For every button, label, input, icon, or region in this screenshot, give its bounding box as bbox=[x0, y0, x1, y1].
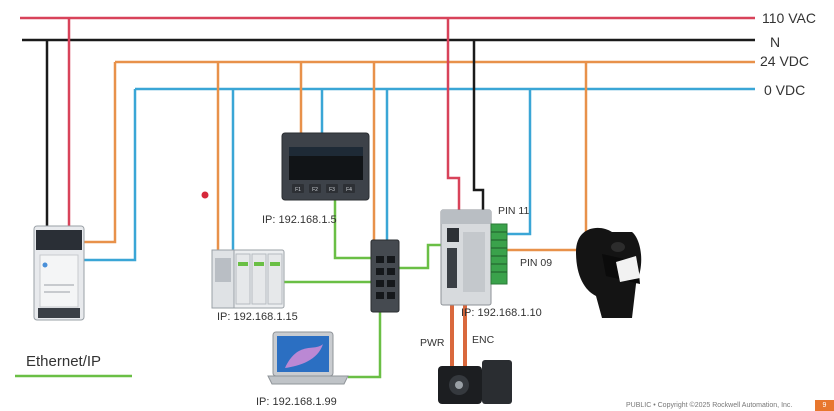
rail-label-0vdc: 0 VDC bbox=[764, 82, 806, 98]
pin11-label: PIN 11 bbox=[498, 205, 530, 217]
power-supply bbox=[33, 225, 85, 321]
cursor-dot bbox=[201, 191, 209, 199]
drive-vac-wire bbox=[446, 18, 461, 210]
eth-hmi-switch bbox=[333, 196, 372, 260]
pwr-label: PWR bbox=[420, 337, 445, 349]
pin09-label: PIN 09 bbox=[520, 257, 553, 269]
psu-0v-wire bbox=[84, 89, 137, 262]
servo-drive bbox=[440, 209, 508, 306]
eth-switch-drive bbox=[398, 243, 441, 270]
ethernet-switch bbox=[370, 239, 400, 313]
legend-ethernet-label: Ethernet/IP bbox=[26, 353, 102, 370]
rail-label-110vac: 110 VAC bbox=[762, 10, 816, 26]
hmi-key-f1: F1 bbox=[295, 187, 301, 193]
hmi-key-f2: F2 bbox=[312, 187, 318, 193]
hmi-ip-label: IP: 192.168.1.5 bbox=[262, 214, 337, 226]
drive-0v-pin11-wire bbox=[505, 89, 532, 236]
enc-label: ENC bbox=[472, 334, 495, 346]
laptop bbox=[267, 331, 349, 385]
servo-motor bbox=[438, 360, 512, 404]
hmi-panel bbox=[281, 132, 370, 201]
hmi-key-f4: F4 bbox=[346, 187, 352, 193]
plc-ip-label: IP: 192.168.1.15 bbox=[217, 311, 298, 323]
footer-copyright: PUBLIC • Copyright ©2025 Rockwell Automa… bbox=[626, 402, 793, 409]
plc-controller bbox=[211, 249, 285, 309]
page-number: 9 bbox=[815, 400, 834, 411]
rail-label-24vdc: 24 VDC bbox=[760, 53, 810, 69]
hmi-key-f3: F3 bbox=[329, 187, 335, 193]
eth-laptop-switch bbox=[348, 312, 382, 379]
drive-n-wire bbox=[472, 40, 485, 210]
rail-label-neutral: N bbox=[770, 34, 781, 50]
psu-24v-wire bbox=[84, 62, 117, 244]
drive-ip-label: IP: 192.168.1.10 bbox=[461, 307, 542, 319]
selector-switch bbox=[576, 227, 642, 318]
laptop-ip-label: IP: 192.168.1.99 bbox=[256, 396, 337, 408]
